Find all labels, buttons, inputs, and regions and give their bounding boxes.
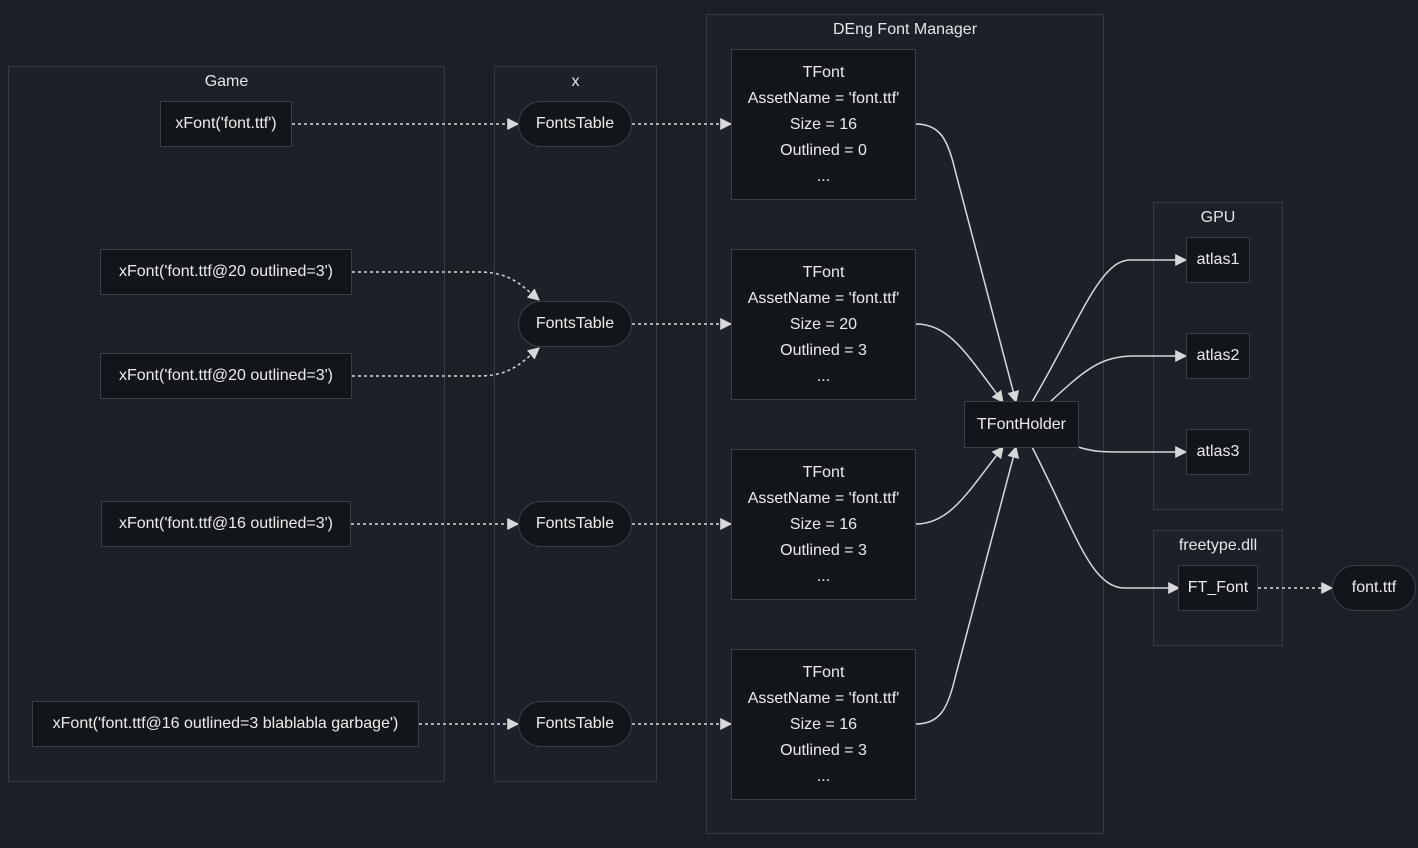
group-x-title: x (571, 73, 580, 90)
fonts-table-node[interactable]: FontsTable (518, 101, 632, 147)
fonts-table-node[interactable]: FontsTable (518, 301, 632, 347)
tfont-node[interactable]: TFont AssetName = 'font.ttf' Size = 20 O… (731, 249, 916, 400)
game-call-node[interactable]: xFont('font.ttf@16 outlined=3') (101, 501, 351, 547)
atlas-node[interactable]: atlas3 (1186, 429, 1250, 475)
fonts-table-node[interactable]: FontsTable (518, 501, 632, 547)
tfont-size: Size = 16 (789, 715, 858, 733)
game-call-node[interactable]: xFont('font.ttf') (160, 101, 292, 147)
tfont-size: Size = 16 (789, 515, 858, 533)
tfont-more: ... (816, 767, 831, 785)
group-game: Game (8, 66, 445, 782)
group-freetype-title: freetype.dll (1178, 537, 1258, 554)
tfont-title: TFont (802, 663, 845, 681)
tfont-size: Size = 20 (789, 315, 858, 333)
tfont-asset: AssetName = 'font.ttf' (747, 489, 900, 507)
tfont-title: TFont (802, 263, 845, 281)
tfont-size: Size = 16 (789, 115, 858, 133)
group-game-title: Game (204, 73, 249, 90)
font-file-node[interactable]: font.ttf (1332, 565, 1416, 611)
tfont-asset: AssetName = 'font.ttf' (747, 89, 900, 107)
tfont-outlined: Outlined = 3 (780, 741, 867, 759)
game-call-node[interactable]: xFont('font.ttf@20 outlined=3') (100, 353, 352, 399)
group-x: x (494, 66, 657, 782)
ft-font-node[interactable]: FT_Font (1178, 565, 1258, 611)
tfont-outlined: Outlined = 3 (780, 541, 867, 559)
tfont-holder-node[interactable]: TFontHolder (964, 401, 1079, 448)
tfont-title: TFont (802, 463, 845, 481)
atlas-node[interactable]: atlas1 (1186, 237, 1250, 283)
game-call-node[interactable]: xFont('font.ttf@16 outlined=3 blablabla … (32, 701, 419, 747)
tfont-outlined: Outlined = 0 (780, 141, 867, 159)
game-call-node[interactable]: xFont('font.ttf@20 outlined=3') (100, 249, 352, 295)
group-gpu-title: GPU (1200, 209, 1236, 226)
fonts-table-node[interactable]: FontsTable (518, 701, 632, 747)
tfont-asset: AssetName = 'font.ttf' (747, 689, 900, 707)
tfont-more: ... (816, 567, 831, 585)
atlas-node[interactable]: atlas2 (1186, 333, 1250, 379)
tfont-more: ... (816, 167, 831, 185)
tfont-node[interactable]: TFont AssetName = 'font.ttf' Size = 16 O… (731, 449, 916, 600)
tfont-more: ... (816, 367, 831, 385)
tfont-outlined: Outlined = 3 (780, 341, 867, 359)
tfont-node[interactable]: TFont AssetName = 'font.ttf' Size = 16 O… (731, 649, 916, 800)
tfont-asset: AssetName = 'font.ttf' (747, 289, 900, 307)
tfont-node[interactable]: TFont AssetName = 'font.ttf' Size = 16 O… (731, 49, 916, 200)
tfont-title: TFont (802, 63, 845, 81)
group-font-manager-title: DEng Font Manager (832, 21, 978, 38)
